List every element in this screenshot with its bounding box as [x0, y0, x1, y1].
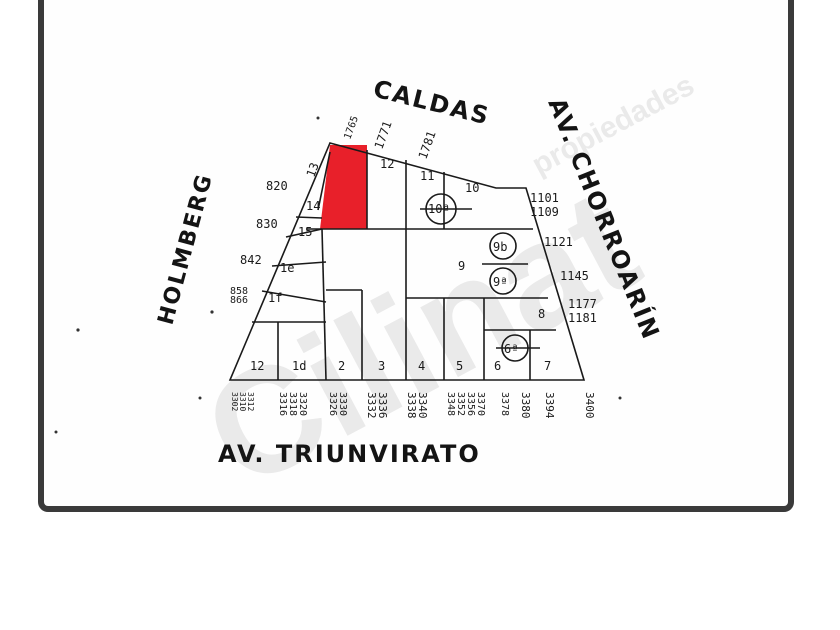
street-name-holmberg: HOLMBERG — [154, 171, 218, 328]
house-number: 1781 — [416, 129, 439, 161]
lot-label: 1e — [280, 261, 294, 275]
block-outline — [228, 142, 586, 381]
lot-label: 1d — [292, 359, 306, 373]
house-number: 1177 — [568, 297, 597, 311]
house-number: 3340 — [416, 392, 429, 419]
house-number: 866 — [230, 295, 248, 306]
street-name-triunvirato: AV. TRIUNVIRATO — [218, 440, 481, 468]
lot-label: 6 — [494, 359, 501, 373]
house-number: 3400 — [583, 392, 596, 419]
house-number: 3356 — [465, 392, 476, 416]
lot-labels: 12 11 10 10ª 13 14 15 1e 1f 9 9b 9ª 8 6ª… — [250, 157, 551, 373]
map-frame — [38, 0, 794, 512]
house-number: 3330 — [337, 392, 348, 416]
lot-label: 5 — [456, 359, 463, 373]
house-number: 3310 — [238, 392, 247, 411]
lot-label: 9b — [493, 240, 507, 254]
house-number: 3326 — [327, 392, 338, 416]
lot-label: 1f — [268, 291, 282, 305]
house-number: 3302 — [230, 392, 239, 411]
house-number: 3348 — [445, 392, 456, 416]
house-number: 3318 — [287, 392, 298, 416]
specks — [54, 116, 622, 434]
house-number: 1109 — [530, 205, 559, 219]
lot-label: 12 — [380, 157, 394, 171]
house-number: 1771 — [372, 119, 395, 151]
house-number: 1181 — [568, 311, 597, 325]
lot-label: 12 — [250, 359, 264, 373]
lot-label: 3 — [378, 359, 385, 373]
house-number: 3312 — [246, 392, 255, 411]
house-number: 3370 — [475, 392, 486, 416]
house-number: 3394 — [543, 392, 556, 419]
lot-label: 4 — [418, 359, 425, 373]
lot-label: 9 — [458, 259, 465, 273]
house-number: 3338 — [405, 392, 418, 419]
lot-circles — [420, 193, 540, 362]
highlighted-lot[interactable] — [320, 145, 367, 229]
lot-label: 10ª — [428, 202, 450, 216]
house-number: 3378 — [499, 392, 510, 416]
house-number: 3380 — [519, 392, 532, 419]
lot-label: 2 — [338, 359, 345, 373]
house-number: 3320 — [297, 392, 308, 416]
house-number: 3332 — [365, 392, 378, 419]
lot-label: 13 — [304, 161, 322, 179]
lot-label: 10 — [465, 181, 479, 195]
house-number: 842 — [240, 253, 262, 267]
house-number: 1121 — [544, 235, 573, 249]
lot-label: 14 — [306, 199, 320, 213]
house-number: 820 — [266, 179, 288, 193]
lot-label: 6ª — [504, 342, 518, 356]
house-number: 1145 — [560, 269, 589, 283]
lot-label: 11 — [420, 169, 434, 183]
house-number: 830 — [256, 217, 278, 231]
house-number: 1101 — [530, 191, 559, 205]
lot-label: 9ª — [493, 275, 507, 289]
house-number: 3336 — [376, 392, 389, 419]
lot-label: 7 — [544, 359, 551, 373]
lot-lines — [252, 150, 556, 381]
lot-label: 8 — [538, 307, 545, 321]
lot-label: 15 — [298, 225, 312, 239]
house-numbers-left: 820 830 842 858 866 — [230, 179, 288, 306]
house-number: 3316 — [277, 392, 288, 416]
house-number: 3352 — [455, 392, 466, 416]
house-number: 858 — [230, 286, 248, 297]
house-number: 1765 — [342, 115, 361, 141]
house-numbers-right: 1101 1109 1121 1145 1177 1181 — [530, 191, 597, 325]
